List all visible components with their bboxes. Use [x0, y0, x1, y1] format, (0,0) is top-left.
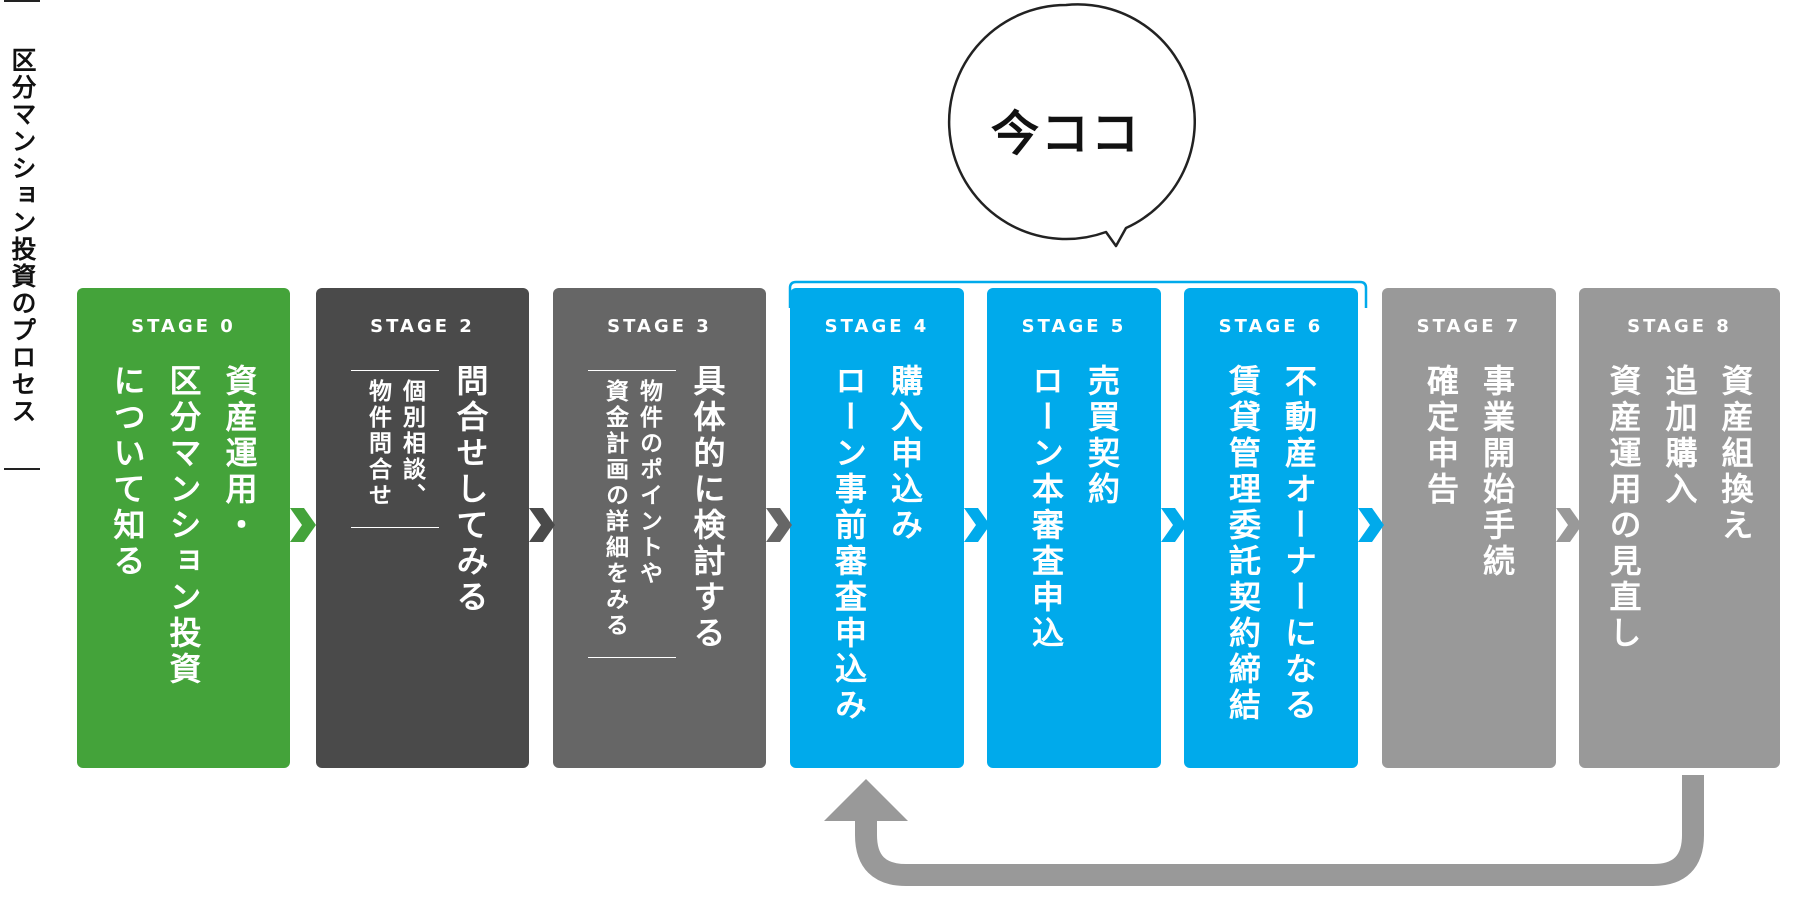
current-stages-bracket [788, 280, 1368, 308]
stage-8-line-2: 追加購入 [1660, 364, 1699, 508]
stage-6-line-2: 賃貸管理委託契約締結 [1224, 364, 1262, 724]
stage-6-label: STAGE 6 [1218, 316, 1324, 337]
arrow-right-icon [1358, 508, 1384, 542]
stage-2-line-1: 問合せしてみる [451, 364, 490, 616]
stage-8-label: STAGE 8 [1627, 316, 1732, 337]
arrow-right-icon [1556, 508, 1582, 542]
stage-8-line-1: 資産組換え [1716, 364, 1755, 544]
stage-7-line-1: 事業開始手続 [1478, 364, 1516, 580]
stage-3-box: STAGE 3 具体的に検討する 物件のポイントや 資金計画の詳細をみる [553, 288, 766, 768]
stage-0-line-3: について知る [108, 364, 147, 580]
stage-0-label: STAGE 0 [131, 316, 236, 337]
stage-3-note: 物件のポイントや 資金計画の詳細をみる [587, 370, 676, 658]
stage-5-label: STAGE 5 [1021, 316, 1127, 337]
title-top-rule [4, 0, 40, 2]
stage-6-box: STAGE 6 不動産オーナーになる 賃貸管理委託契約締結 [1184, 288, 1358, 768]
stage-2-note-2: 物件問合せ [364, 379, 391, 509]
arrow-right-icon [290, 508, 316, 542]
stage-3-note-2: 資金計画の詳細をみる [601, 379, 628, 639]
stage-2-note: 個別相談、 物件問合せ [350, 370, 439, 528]
process-title: 区分マンション投資のプロセス [0, 0, 44, 470]
arrow-right-icon [1161, 508, 1187, 542]
return-loop-arrow [824, 775, 1704, 886]
stage-7-label: STAGE 7 [1416, 316, 1522, 337]
title-bottom-rule [4, 468, 40, 470]
stage-4-label: STAGE 4 [824, 316, 930, 337]
stage-3-line-1: 具体的に検討する [688, 364, 727, 652]
stage-2-label: STAGE 2 [370, 316, 475, 337]
now-here-bubble [947, 3, 1196, 248]
stage-4-line-2: ローン事前審査申込み [830, 364, 868, 724]
stage-0-line-2: 区分マンション投資 [164, 364, 203, 688]
arrow-right-icon [964, 508, 990, 542]
stage-8-line-3: 資産運用の見直し [1604, 364, 1643, 652]
stage-2-note-1: 個別相談、 [398, 379, 425, 509]
stage-0-line-1: 資産運用・ [220, 364, 259, 544]
arrow-right-icon [766, 508, 792, 542]
stage-3-note-1: 物件のポイントや [635, 379, 662, 587]
stage-8-box: STAGE 8 資産組換え 追加購入 資産運用の見直し [1579, 288, 1780, 768]
stage-7-box: STAGE 7 事業開始手続 確定申告 [1382, 288, 1556, 768]
stage-4-line-1: 購入申込み [886, 364, 924, 544]
process-title-text: 区分マンション投資のプロセス [8, 47, 37, 425]
stage-4-box: STAGE 4 購入申込み ローン事前審査申込み [790, 288, 964, 768]
now-here-label: 今ココ [990, 106, 1141, 162]
stage-5-line-1: 売買契約 [1083, 364, 1121, 508]
stage-7-line-2: 確定申告 [1422, 364, 1460, 508]
stage-0-box: STAGE 0 資産運用・ 区分マンション投資 について知る [77, 288, 290, 768]
stage-3-label: STAGE 3 [607, 316, 712, 337]
arrow-right-icon [529, 508, 555, 542]
stage-6-line-1: 不動産オーナーになる [1280, 364, 1318, 724]
stage-5-box: STAGE 5 売買契約 ローン本審査申込 [987, 288, 1161, 768]
stage-2-box: STAGE 2 問合せしてみる 個別相談、 物件問合せ [316, 288, 529, 768]
stage-5-line-2: ローン本審査申込 [1027, 364, 1065, 652]
